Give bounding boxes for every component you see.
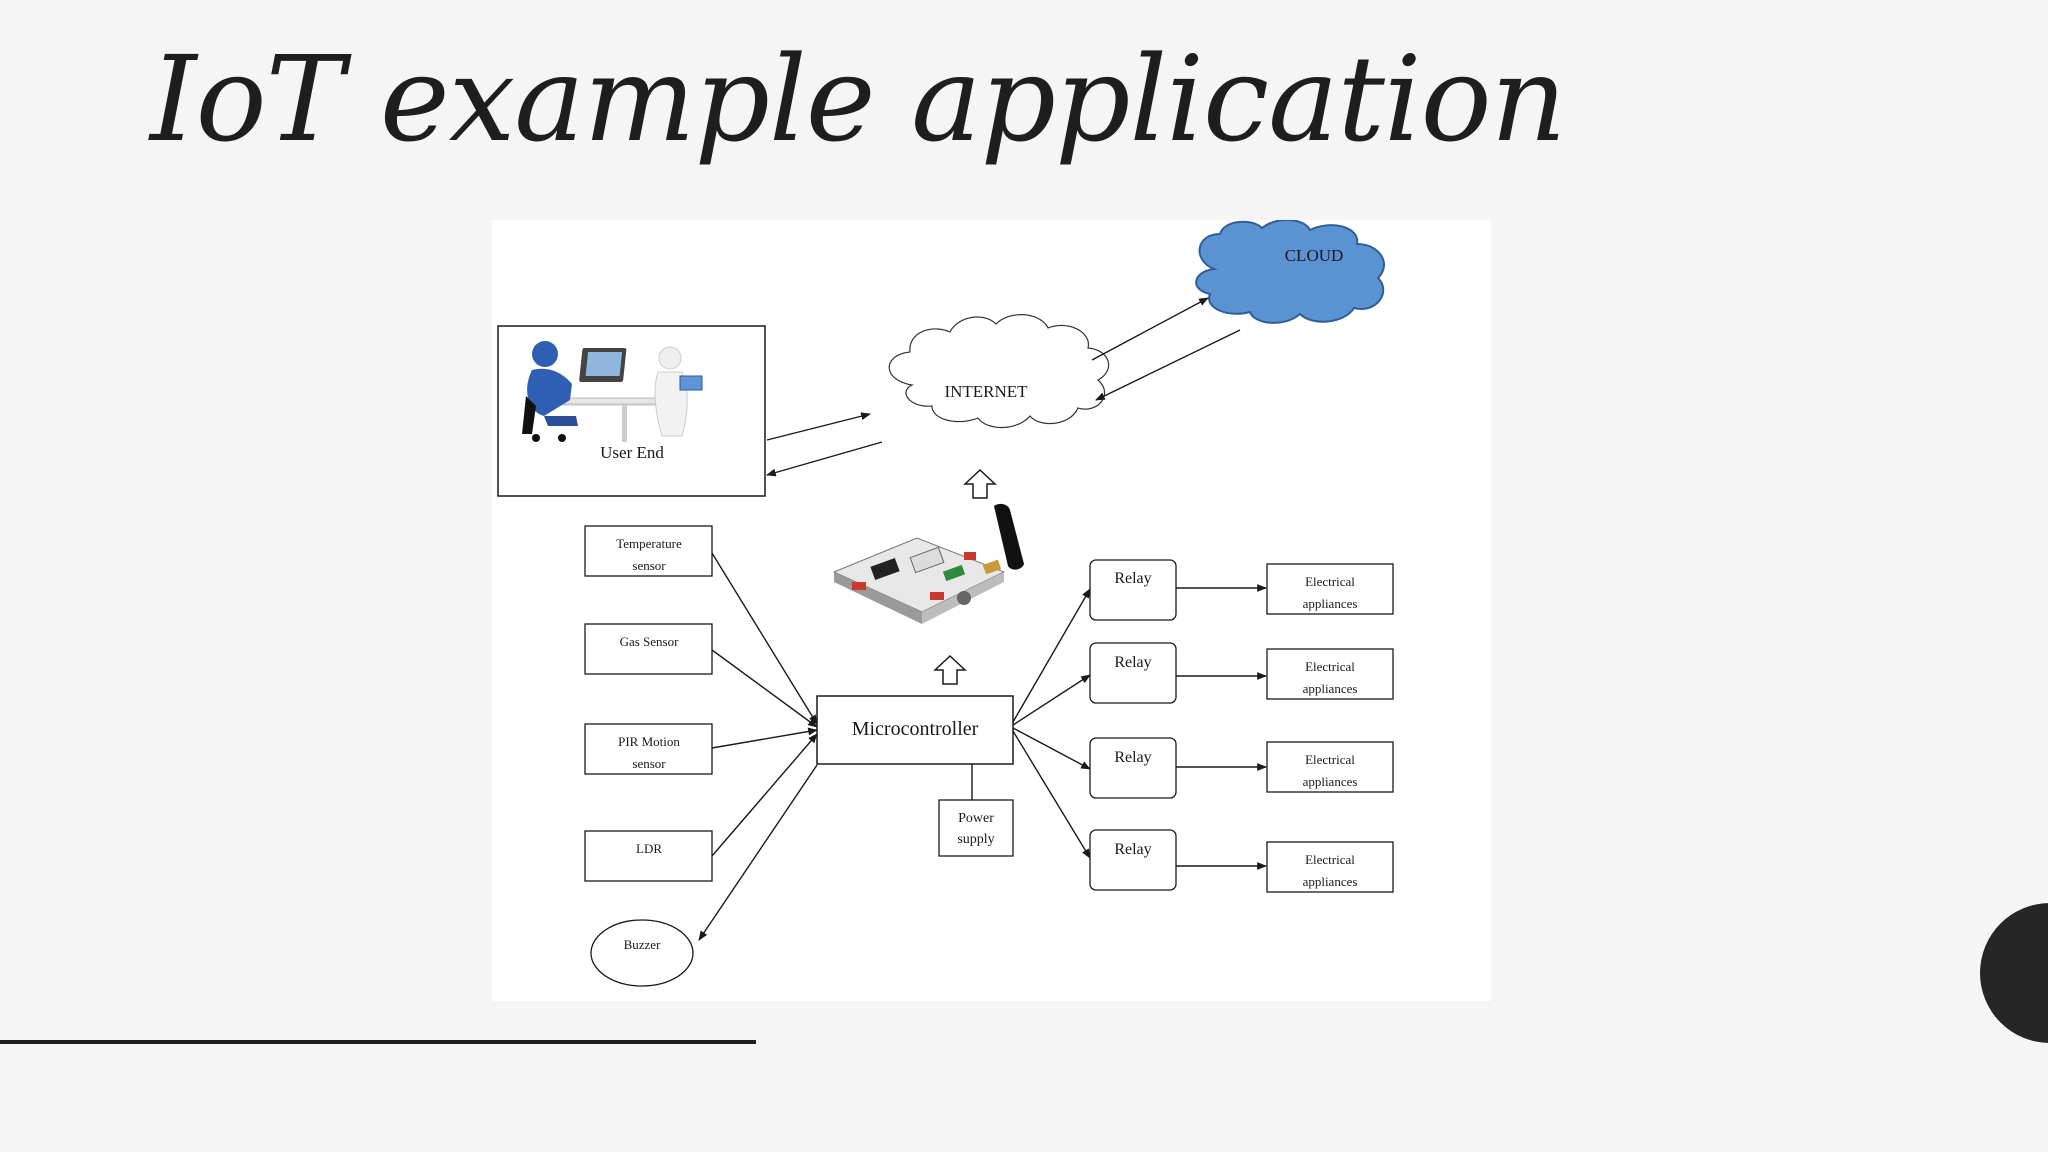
relay-label: Relay bbox=[1114, 570, 1151, 587]
internet-node: INTERNET bbox=[888, 314, 1110, 428]
sensor-gas: Gas Sensor bbox=[584, 623, 713, 675]
microcontroller-box: Microcontroller bbox=[816, 695, 1014, 765]
appliance-label-line1: Electrical bbox=[1305, 659, 1355, 674]
appliance-label-line1: Electrical bbox=[1305, 574, 1355, 589]
relay-label: Relay bbox=[1114, 654, 1151, 671]
sensor-temperature: Temperature sensor bbox=[584, 525, 713, 577]
iot-board-with-antenna-illustration bbox=[832, 503, 1024, 624]
sensor-label-line1: Gas Sensor bbox=[620, 634, 680, 649]
decorative-corner-circle bbox=[1980, 903, 2048, 1043]
up-arrow-icon bbox=[933, 654, 967, 685]
relay-arrows bbox=[1012, 584, 1267, 870]
sensor-label-line2: sensor bbox=[632, 756, 666, 771]
cloud-node: CLOUD bbox=[1195, 220, 1385, 324]
appliance-2: Electrical appliances bbox=[1266, 648, 1394, 700]
cloud-label: CLOUD bbox=[1285, 246, 1344, 265]
buzzer-label: Buzzer bbox=[624, 937, 661, 952]
power-supply-label-line2: supply bbox=[957, 832, 994, 847]
relay-label: Relay bbox=[1114, 749, 1151, 766]
relay-2: Relay bbox=[1089, 642, 1177, 704]
sensor-label-line1: Temperature bbox=[616, 536, 682, 551]
microcontroller-label: Microcontroller bbox=[852, 718, 979, 740]
network-arrows bbox=[766, 297, 1241, 477]
user-workstation-illustration bbox=[522, 341, 703, 442]
appliance-label-line2: appliances bbox=[1303, 596, 1358, 611]
sensor-label-line1: PIR Motion bbox=[618, 734, 680, 749]
relay-label: Relay bbox=[1114, 841, 1151, 858]
appliance-label-line2: appliances bbox=[1303, 874, 1358, 889]
slide-title: IoT example application bbox=[150, 30, 1567, 168]
sensor-pir-motion: PIR Motion sensor bbox=[584, 723, 713, 775]
bottom-rule-divider bbox=[0, 1040, 756, 1044]
appliance-label-line2: appliances bbox=[1303, 681, 1358, 696]
sensor-label-line2: sensor bbox=[632, 558, 666, 573]
relay-3: Relay bbox=[1089, 737, 1177, 799]
relay-4: Relay bbox=[1089, 829, 1177, 891]
power-supply-box: Power supply bbox=[938, 799, 1014, 857]
appliance-label-line2: appliances bbox=[1303, 774, 1358, 789]
buzzer-node: Buzzer bbox=[590, 919, 694, 987]
sensor-arrows bbox=[698, 552, 818, 941]
sensor-label-line1: LDR bbox=[636, 841, 662, 856]
appliance-4: Electrical appliances bbox=[1266, 841, 1394, 893]
appliance-label-line1: Electrical bbox=[1305, 752, 1355, 767]
relay-1: Relay bbox=[1089, 559, 1177, 621]
appliance-1: Electrical appliances bbox=[1266, 563, 1394, 615]
iot-diagram: CLOUD INTERNET User End bbox=[492, 220, 1491, 1001]
internet-label: INTERNET bbox=[944, 382, 1028, 401]
up-arrow-icon bbox=[963, 468, 997, 499]
user-end-label: User End bbox=[600, 443, 664, 462]
power-supply-label-line1: Power bbox=[958, 811, 994, 826]
appliance-3: Electrical appliances bbox=[1266, 741, 1394, 793]
user-end-box: User End bbox=[497, 325, 766, 497]
sensor-ldr: LDR bbox=[584, 830, 713, 882]
appliance-label-line1: Electrical bbox=[1305, 852, 1355, 867]
